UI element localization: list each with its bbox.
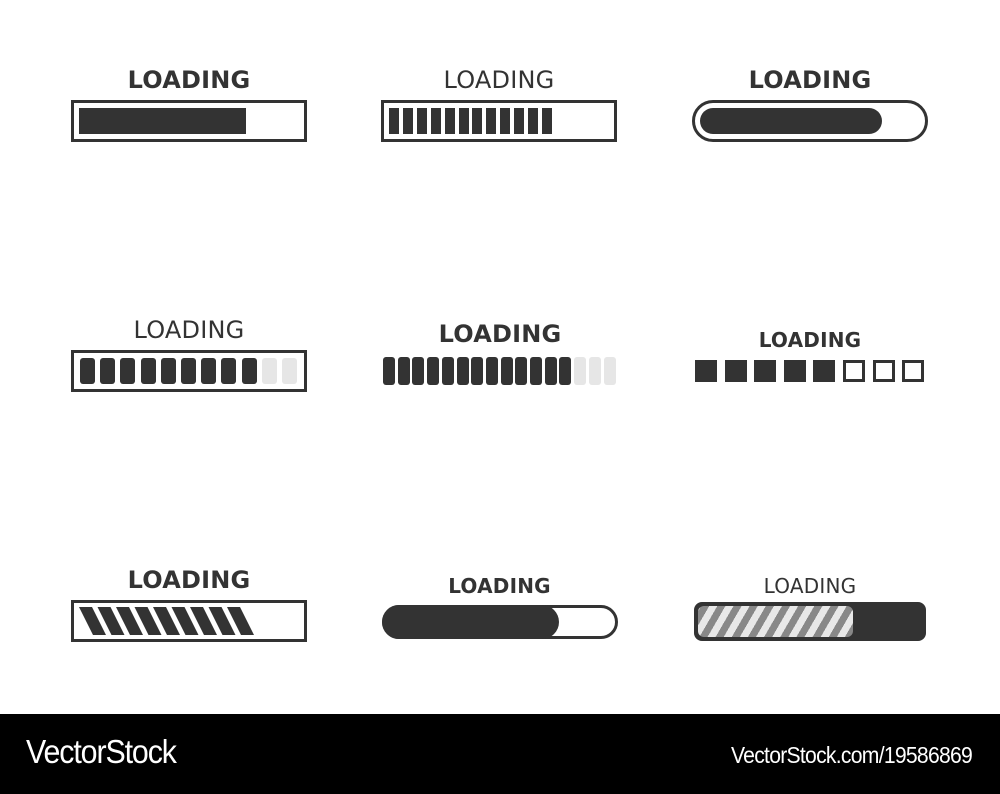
- segment-filled: [100, 358, 116, 384]
- segment-filled: [695, 360, 717, 382]
- segment-filled: [80, 358, 95, 384]
- segment-filled: [181, 358, 196, 384]
- segment-filled: [813, 360, 836, 382]
- stripe: [208, 607, 236, 635]
- segment-filled: [544, 357, 557, 385]
- segment-filled: [427, 357, 440, 385]
- segment-filled: [430, 108, 441, 134]
- segment-filled: [486, 108, 497, 134]
- loading-label: LOADING: [438, 320, 562, 348]
- stripe: [190, 607, 217, 635]
- segment-filled: [724, 360, 747, 382]
- loading-label: LOADING: [127, 566, 251, 594]
- stripe: [116, 607, 143, 635]
- segment-filled: [201, 358, 217, 384]
- segment-filled: [120, 358, 136, 384]
- segment-filled: [754, 360, 777, 382]
- segment-empty: [603, 357, 616, 385]
- stripe: [134, 607, 162, 635]
- segment-filled: [221, 358, 237, 384]
- segment-filled: [416, 108, 427, 134]
- stripe: [153, 607, 180, 635]
- segment-filled: [383, 357, 395, 385]
- segment-filled: [471, 357, 484, 385]
- segment-filled: [160, 358, 176, 384]
- segment-filled: [485, 357, 498, 385]
- segment-filled: [515, 357, 528, 385]
- loading-label: LOADING: [448, 574, 551, 598]
- brand-logo: VectorStock: [26, 733, 177, 770]
- slanted-stripes-fill: [79, 607, 254, 635]
- footer-bar: VectorStock VectorStock.com/19586869: [0, 714, 1000, 794]
- segment-filled: [441, 357, 454, 385]
- segment-empty: [902, 360, 925, 382]
- segment-filled: [783, 360, 806, 382]
- loading-label: LOADING: [127, 66, 251, 94]
- segment-empty: [843, 360, 865, 382]
- segment-filled: [472, 108, 483, 134]
- segment-filled: [140, 358, 156, 384]
- segment-filled: [541, 108, 552, 134]
- segment-empty: [261, 358, 277, 384]
- segment-filled: [241, 358, 257, 384]
- progress-bar-fill: [700, 108, 882, 134]
- loading-label: LOADING: [748, 66, 872, 94]
- progress-bar-fill: [79, 108, 246, 134]
- segment-filled: [500, 357, 513, 385]
- segment-filled: [402, 108, 413, 134]
- stripe: [97, 607, 125, 635]
- segment-filled: [528, 108, 538, 134]
- segment-empty: [282, 358, 297, 384]
- segment-filled: [530, 357, 542, 385]
- stripe: [227, 607, 254, 635]
- segment-filled: [514, 108, 525, 134]
- segment-filled: [456, 357, 469, 385]
- progress-bar-fill: [382, 605, 559, 639]
- segment-filled: [500, 108, 511, 134]
- loading-label: LOADING: [763, 574, 857, 598]
- segment-filled: [397, 357, 410, 385]
- stripe: [79, 607, 106, 635]
- image-url: VectorStock.com/19586869: [730, 742, 973, 768]
- segment-filled: [389, 108, 399, 134]
- segment-empty: [574, 357, 587, 385]
- segment-filled: [444, 108, 455, 134]
- loading-label: LOADING: [758, 328, 862, 352]
- progress-bar-striped-fill: [698, 606, 853, 637]
- segment-filled: [458, 108, 469, 134]
- segment-filled: [559, 357, 572, 385]
- segment-filled: [412, 357, 425, 385]
- stripe: [171, 607, 199, 635]
- loading-label: LOADING: [443, 66, 555, 94]
- loading-label: LOADING: [133, 316, 245, 344]
- segment-empty: [588, 357, 601, 385]
- segment-empty: [872, 360, 895, 382]
